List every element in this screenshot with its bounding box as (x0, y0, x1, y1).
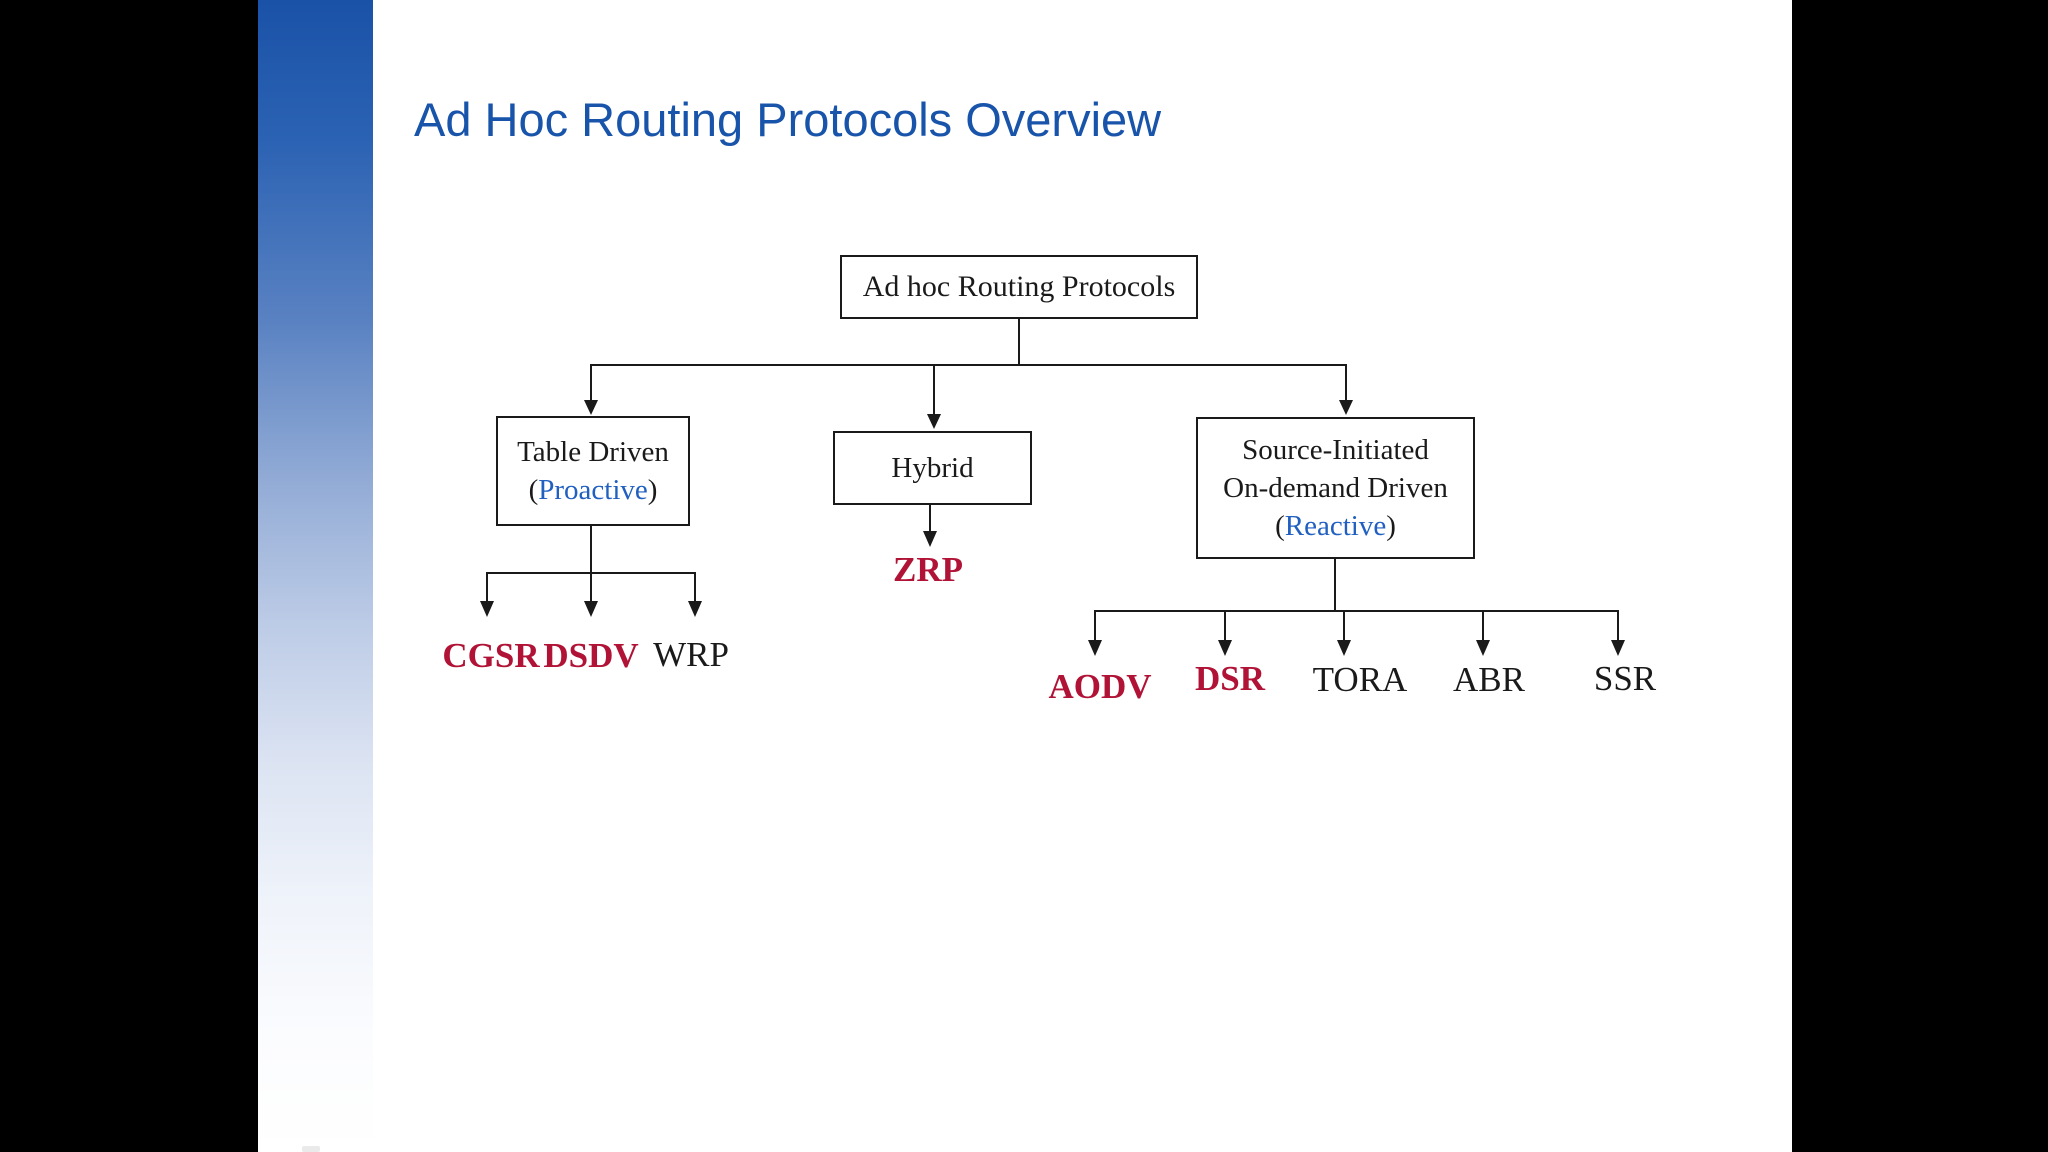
category-type-word-reactive: Reactive (1284, 510, 1387, 543)
letterbox-right (1792, 0, 2048, 1152)
protocol-label-dsdv: DSDV (543, 636, 639, 675)
category-name-hybrid: Hybrid (891, 451, 974, 484)
category-name-table-driven: Table Driven (517, 435, 669, 468)
paren-close: ) (1386, 510, 1396, 543)
slide-background (258, 0, 1792, 1152)
category-name-source-line2: On-demand Driven (1223, 471, 1448, 504)
partial-logo (302, 1146, 320, 1152)
category-name-source-line1: Source-Initiated (1242, 433, 1429, 466)
protocol-label-aodv: AODV (1048, 667, 1152, 706)
protocol-label-zrp: ZRP (893, 550, 963, 589)
protocol-label-tora: TORA (1312, 660, 1408, 699)
category-node-hybrid: Hybrid (833, 431, 1032, 505)
paren-open: ( (528, 474, 539, 506)
root-node-label: Ad hoc Routing Protocols (862, 270, 1176, 304)
gradient-sidebar (258, 0, 373, 1152)
category-node-table-driven: Table Driven (Proactive) (496, 416, 690, 526)
letterbox-left (0, 0, 258, 1152)
category-type-proactive: (Proactive) (529, 471, 658, 509)
root-node-adhoc-routing-protocols: Ad hoc Routing Protocols (840, 255, 1198, 319)
protocol-label-abr: ABR (1453, 660, 1525, 699)
slide-title: Ad Hoc Routing Protocols Overview (414, 93, 1162, 146)
category-type-reactive: (Reactive) (1275, 507, 1396, 545)
paren-close: ) (647, 474, 658, 506)
protocol-label-wrp: WRP (653, 635, 729, 674)
protocol-label-cgsr: CGSR (442, 636, 540, 675)
category-type-word-proactive: Proactive (538, 474, 648, 506)
protocol-label-ssr: SSR (1593, 659, 1657, 698)
paren-open: ( (1275, 510, 1285, 543)
protocol-label-dsr: DSR (1194, 659, 1266, 698)
category-node-source-initiated: Source-Initiated On-demand Driven (React… (1196, 417, 1475, 559)
